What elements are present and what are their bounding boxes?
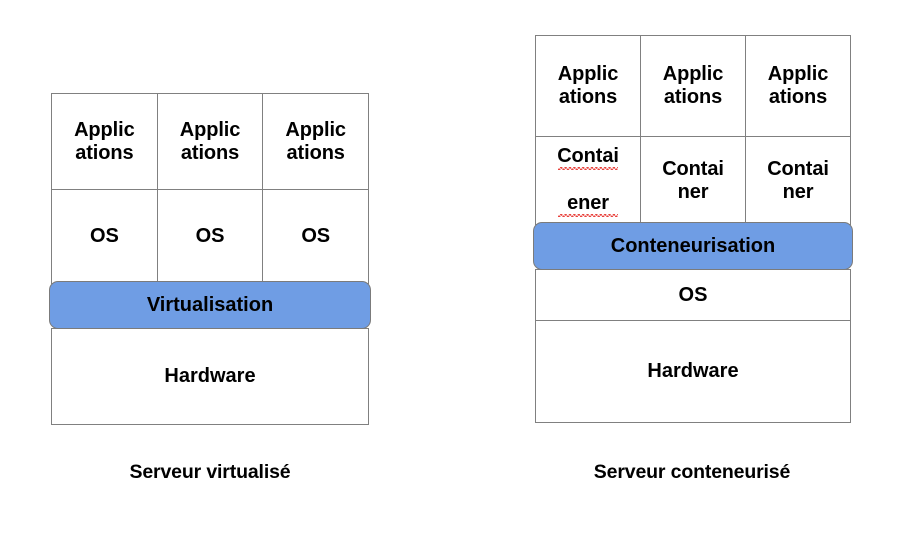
containerised-applications-cell-3: Applic ations	[745, 36, 850, 136]
virtualised-applications-row: Applic ations Applic ations Applic ation…	[52, 94, 368, 189]
virtualised-server-stack: Applic ations Applic ations Applic ation…	[49, 93, 371, 425]
virtualised-server-caption: Serveur virtualisé	[129, 461, 291, 483]
virtualised-os-row: OS OS OS	[52, 189, 368, 283]
misspelled-line-1: Contai	[557, 145, 619, 170]
virtualised-os-cell-2: OS	[156, 190, 263, 283]
containerised-applications-cell-1: Applic ations	[557, 63, 619, 108]
containerised-server-stack: Applic ations Applic ations Applic ation…	[533, 35, 853, 423]
virtualised-applications-cell-3: Applic ations	[262, 94, 368, 189]
containerised-hardware-layer: Hardware	[535, 320, 851, 423]
virtualised-hardware-layer: Hardware	[51, 328, 369, 425]
spellcheck-misspelled-word: Contai ener	[557, 123, 619, 239]
misspelled-line-2: ener	[557, 192, 619, 217]
containerised-container-cell-2: Contai ner	[640, 137, 745, 224]
virtualised-os-cell-1: OS	[89, 225, 119, 248]
containerised-container-row: Contai ener Contai ner Contai ner	[536, 136, 850, 224]
containerised-container-cell-1: Contai ener	[536, 137, 640, 224]
containerised-server-caption: Serveur conteneurisé	[593, 461, 791, 483]
containerised-container-cell-3: Contai ner	[745, 137, 850, 224]
containerised-grid: Applic ations Applic ations Applic ation…	[535, 35, 851, 225]
virtualised-grid: Applic ations Applic ations Applic ation…	[51, 93, 369, 284]
containerised-applications-row: Applic ations Applic ations Applic ation…	[536, 36, 850, 136]
containerised-os-layer: OS	[535, 269, 851, 321]
virtualised-applications-cell-2: Applic ations	[156, 94, 263, 189]
virtualised-os-cell-3: OS	[262, 190, 368, 283]
conteneurisation-layer: Conteneurisation	[533, 222, 853, 270]
virtualised-applications-cell-1: Applic ations	[74, 118, 135, 164]
virtualisation-layer: Virtualisation	[49, 281, 371, 329]
containerised-applications-cell-2: Applic ations	[640, 36, 745, 136]
